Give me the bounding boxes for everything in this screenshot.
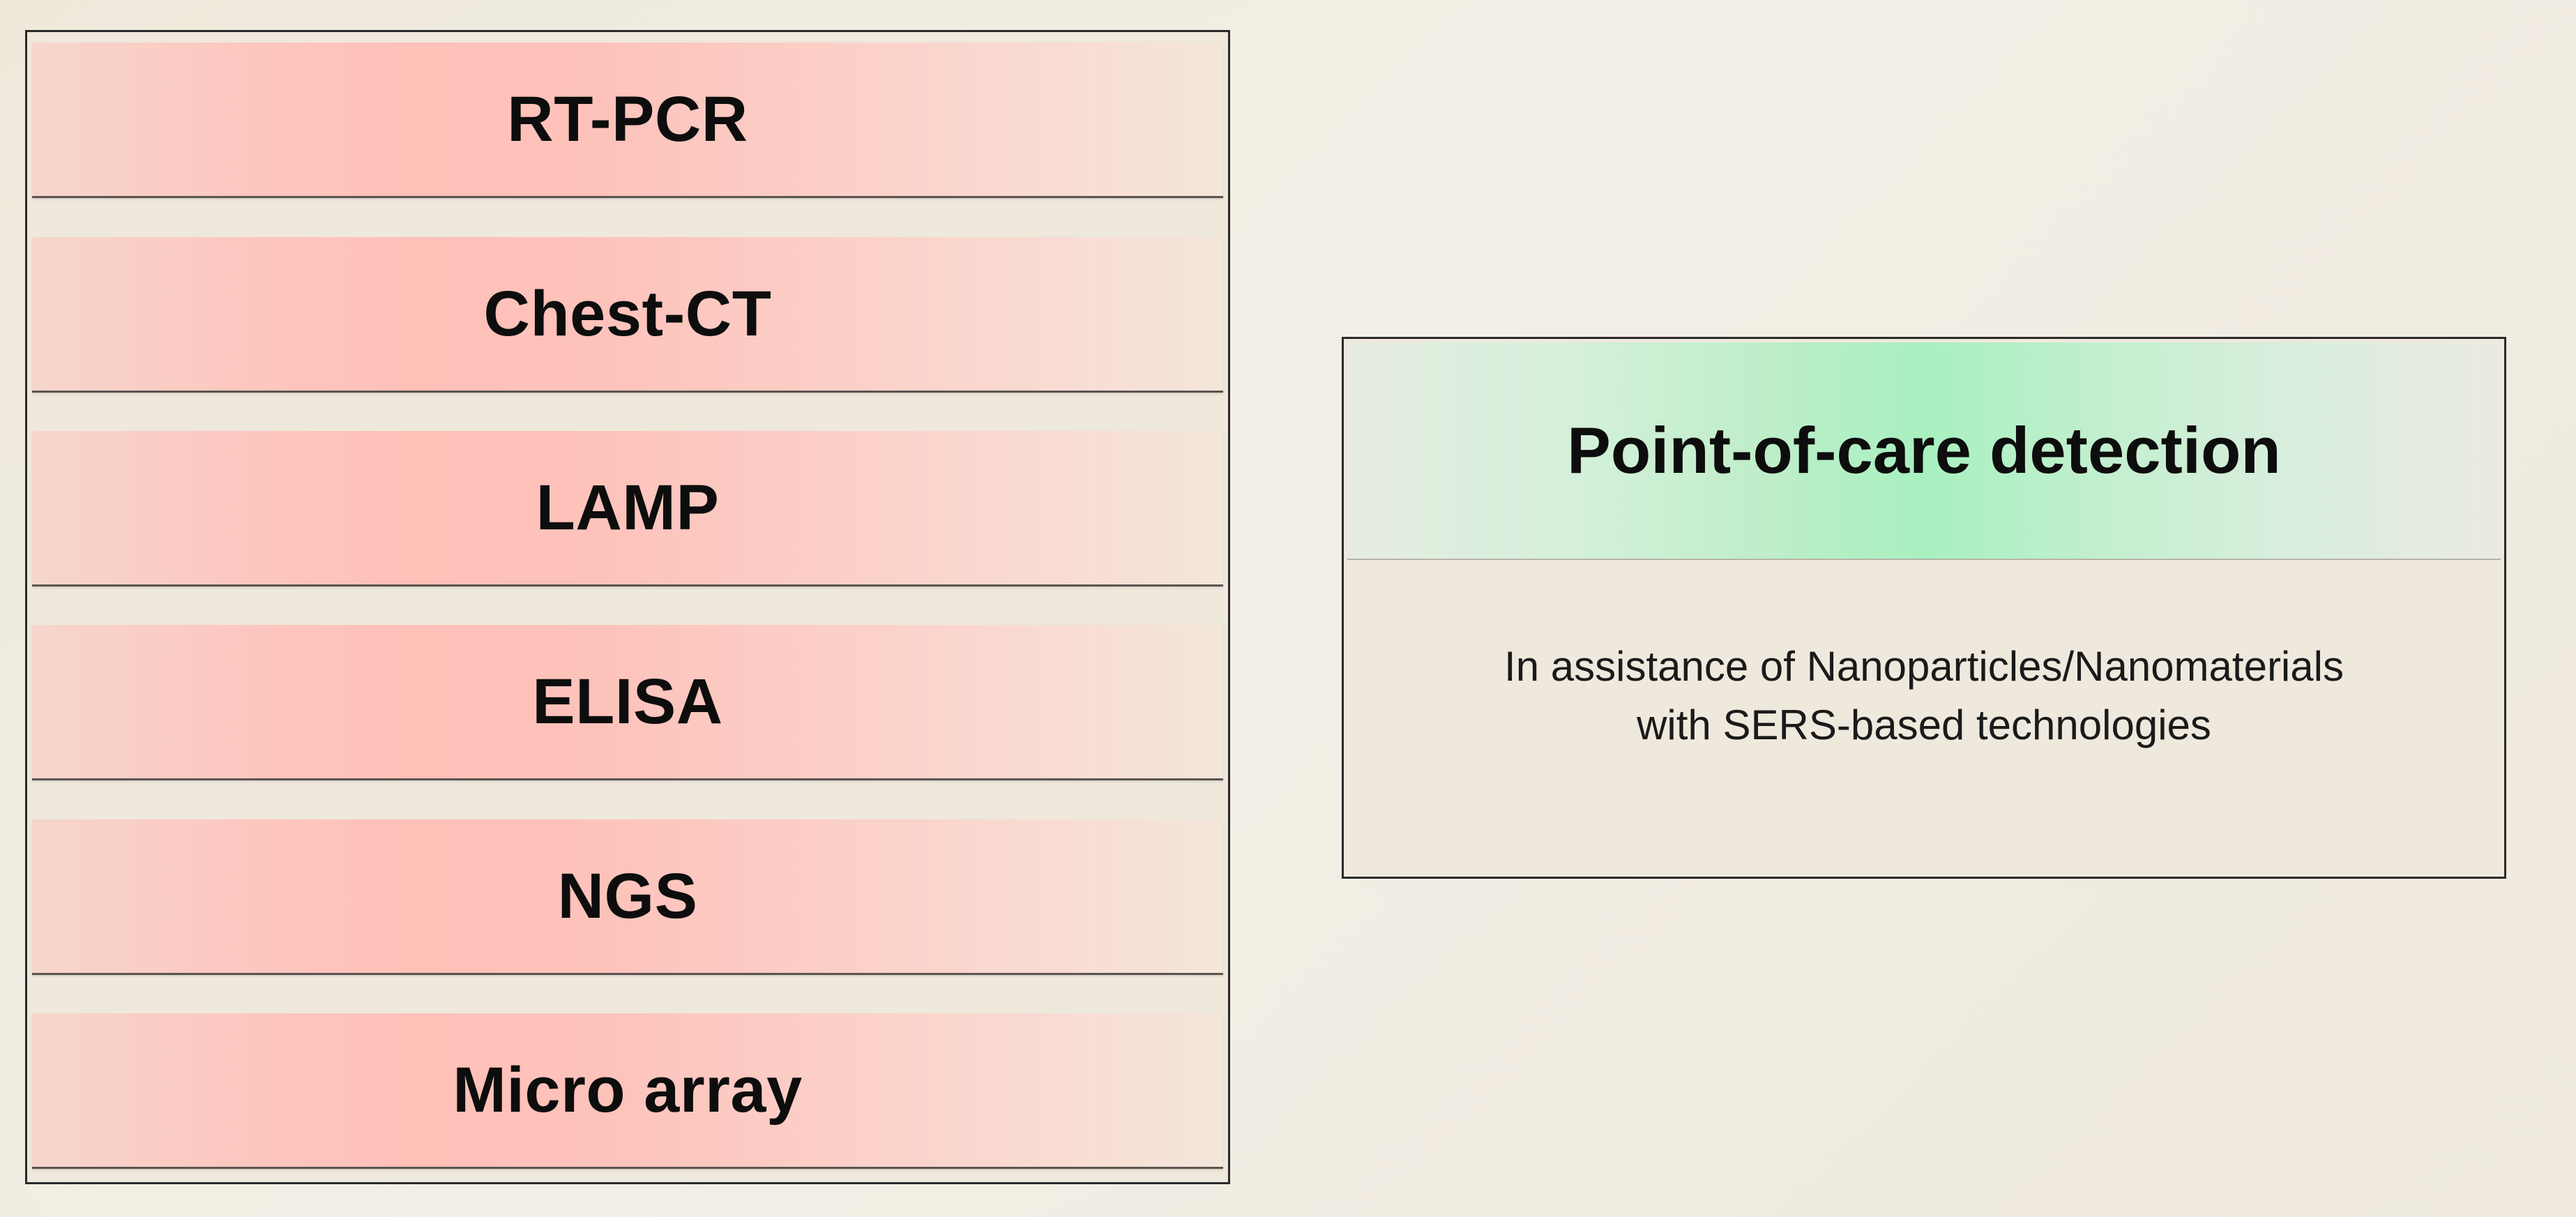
method-bar-elisa: ELISA <box>32 625 1223 780</box>
method-label: Micro array <box>453 1054 803 1126</box>
method-label: NGS <box>557 860 698 932</box>
description-line: with SERS-based technologies <box>1637 702 2211 748</box>
method-bar-ngs: NGS <box>32 819 1223 975</box>
method-label: Chest-CT <box>483 278 772 349</box>
method-bar-micro-array: Micro array <box>32 1013 1223 1169</box>
method-bar-chest-ct: Chest-CT <box>32 237 1223 393</box>
method-bar-rt-pcr: RT-PCR <box>32 43 1223 198</box>
point-of-care-header: Point-of-care detection <box>1347 342 2501 560</box>
method-label: RT-PCR <box>507 83 748 155</box>
point-of-care-panel: Point-of-care detection In assistance of… <box>1342 337 2506 879</box>
point-of-care-description: In assistance of Nanoparticles/Nanomater… <box>1347 560 2501 874</box>
method-label: LAMP <box>536 471 720 543</box>
conventional-methods-panel: RT-PCR Chest-CT LAMP ELISA NGS Micro arr… <box>25 30 1230 1184</box>
method-label: ELISA <box>532 665 723 737</box>
point-of-care-title: Point-of-care detection <box>1567 414 2281 487</box>
description-line: In assistance of Nanoparticles/Nanomater… <box>1504 643 2344 690</box>
method-bar-lamp: LAMP <box>32 431 1223 587</box>
